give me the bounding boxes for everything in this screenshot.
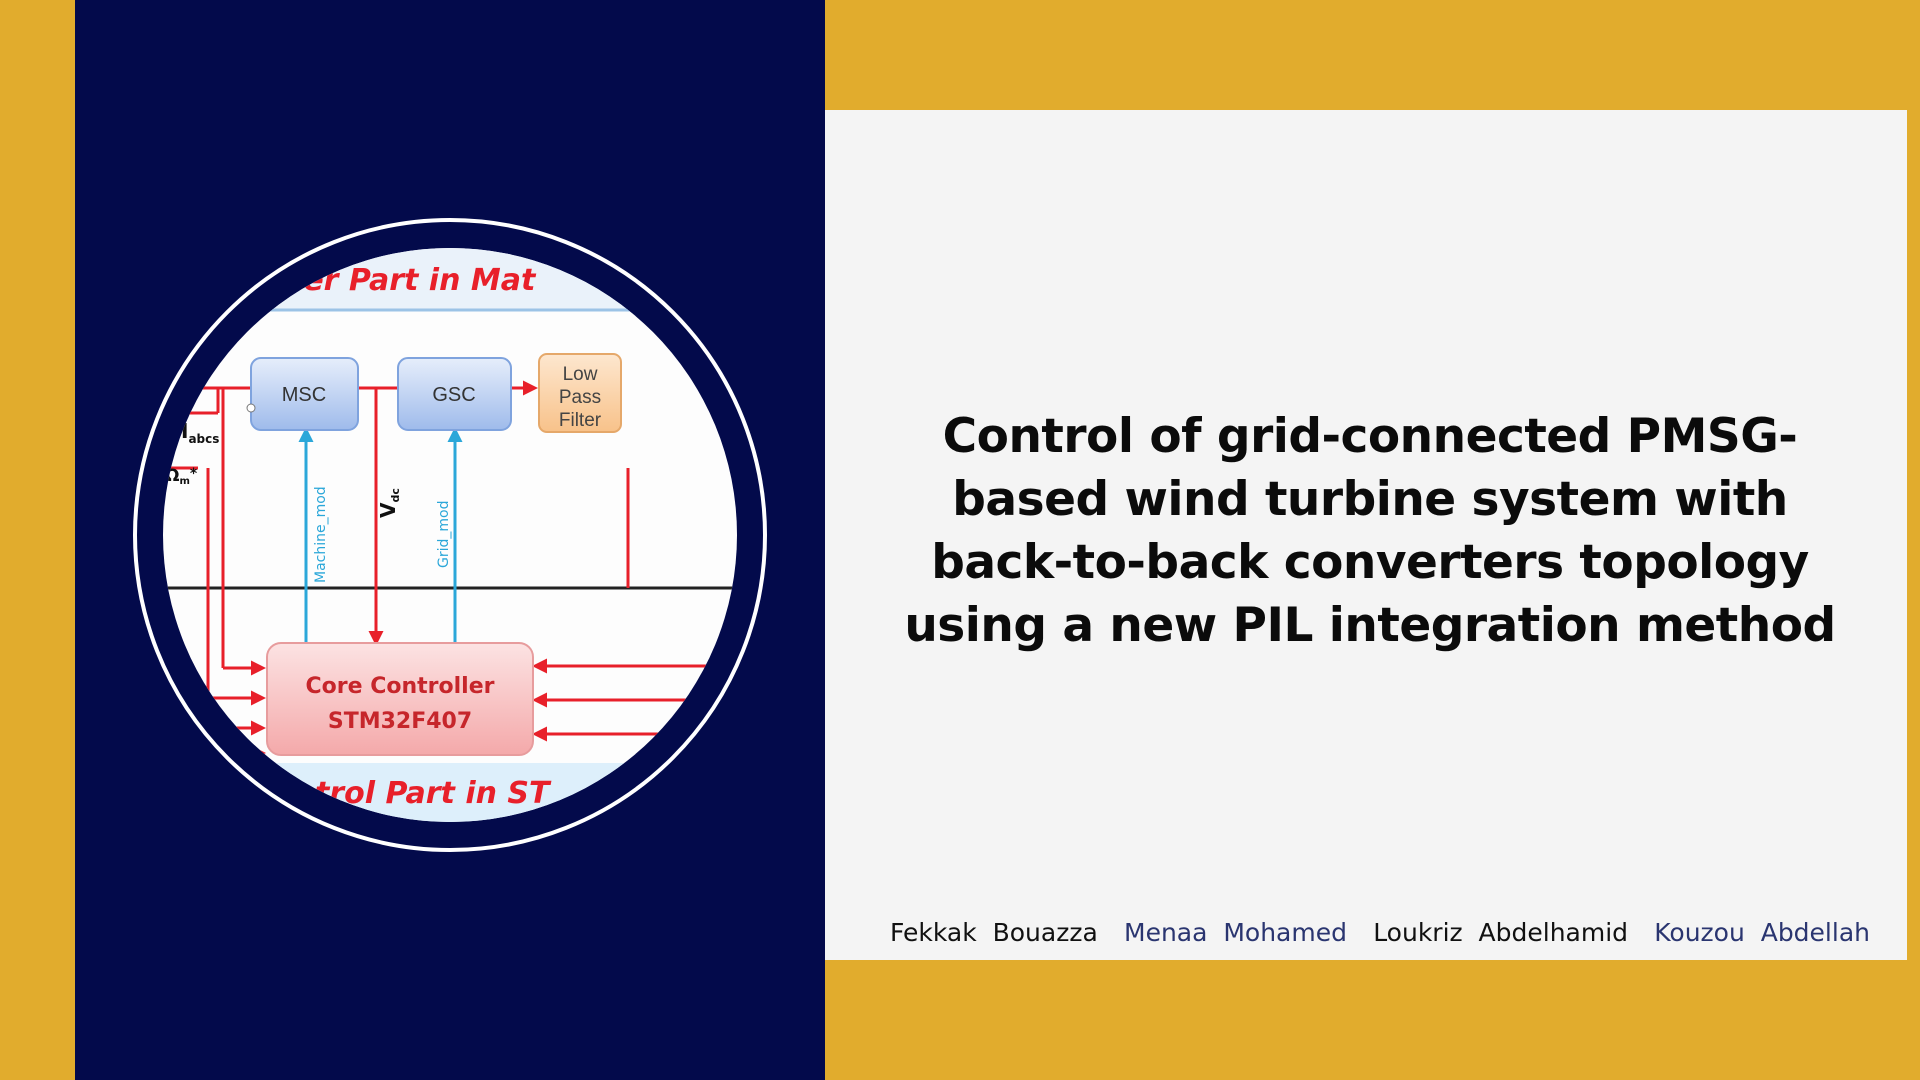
grid-mod-label: Grid_mod xyxy=(436,501,452,568)
circle-frame xyxy=(133,218,767,852)
vdc-label: Vdc xyxy=(376,488,402,518)
filter-label-3: Filter xyxy=(559,410,602,431)
paper-title: Control of grid-connected PMSG-based win… xyxy=(904,409,1836,653)
machine-mod-label: Machine_mod xyxy=(313,486,329,583)
author-name: Fekkak Bouazza xyxy=(890,917,1098,947)
low-pass-filter-block xyxy=(538,353,622,433)
svg-text:Machine_mod: Machine_mod xyxy=(313,486,329,583)
svg-text:Vdc: Vdc xyxy=(376,488,402,518)
diagram-svg: Power Part in Mat ontrol Part in ST xyxy=(163,248,737,822)
core-label-2: STM32F407 xyxy=(328,709,472,734)
author-name: Menaa Mohamed xyxy=(1124,917,1347,947)
author-name: Loukriz Abdelhamid xyxy=(1373,917,1629,947)
svg-text:Grid_mod: Grid_mod xyxy=(436,501,452,568)
authors-row: Fekkak Bouazza Menaa Mohamed Loukriz Abd… xyxy=(890,912,1870,952)
filter-label-2: Pass xyxy=(559,387,601,408)
msc-block xyxy=(250,357,359,431)
core-label-1: Core Controller xyxy=(306,674,495,699)
filter-label-1: Low xyxy=(563,364,598,385)
gsc-label: GSC xyxy=(432,384,475,406)
iabc-label: Iabcs xyxy=(181,419,219,446)
gsc-block xyxy=(397,357,512,431)
author-name: Kouzou Abdellah xyxy=(1654,917,1870,947)
diagram-image: Power Part in Mat ontrol Part in ST xyxy=(163,248,737,822)
msc-label: MSC xyxy=(282,384,326,406)
core-controller-block xyxy=(266,642,534,756)
title-card xyxy=(825,110,1907,960)
